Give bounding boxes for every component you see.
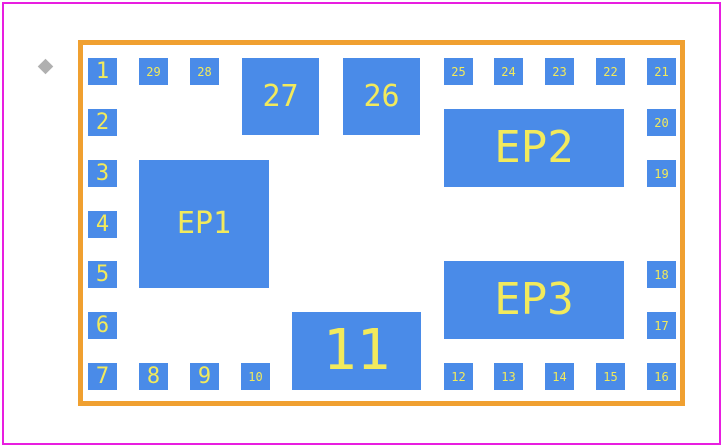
pin-25: 25 xyxy=(444,58,473,85)
pin-23: 23 xyxy=(545,58,574,85)
pin-12: 12 xyxy=(444,363,473,390)
pin-4: 4 xyxy=(88,211,117,238)
pin-10: 10 xyxy=(241,363,270,390)
pad-27: 27 xyxy=(242,58,319,135)
pin-8: 8 xyxy=(139,363,168,390)
pin-22: 22 xyxy=(596,58,625,85)
exposed-pad-ep1: EP1 xyxy=(139,160,269,288)
pin-6: 6 xyxy=(88,312,117,339)
pad-11: 11 xyxy=(292,312,421,390)
pin-16: 16 xyxy=(647,363,676,390)
pin-17: 17 xyxy=(647,312,676,339)
pad-26: 26 xyxy=(343,58,420,135)
exposed-pad-ep2: EP2 xyxy=(444,109,624,187)
exposed-pad-ep3: EP3 xyxy=(444,261,624,339)
pin-24: 24 xyxy=(494,58,523,85)
pin-14: 14 xyxy=(545,363,574,390)
pin-18: 18 xyxy=(647,261,676,288)
pin-2: 2 xyxy=(88,109,117,136)
pin-29: 29 xyxy=(139,58,168,85)
pin-21: 21 xyxy=(647,58,676,85)
pin-9: 9 xyxy=(190,363,219,390)
pin-28: 28 xyxy=(190,58,219,85)
pin-5: 5 xyxy=(88,261,117,288)
pin-13: 13 xyxy=(494,363,523,390)
package-outline xyxy=(78,40,685,406)
pin-1: 1 xyxy=(88,58,117,85)
pin-15: 15 xyxy=(596,363,625,390)
courtyard-outline xyxy=(2,2,721,445)
pin-20: 20 xyxy=(647,109,676,136)
pin-3: 3 xyxy=(88,160,117,187)
pin-19: 19 xyxy=(647,160,676,187)
pin-7: 7 xyxy=(88,363,117,390)
